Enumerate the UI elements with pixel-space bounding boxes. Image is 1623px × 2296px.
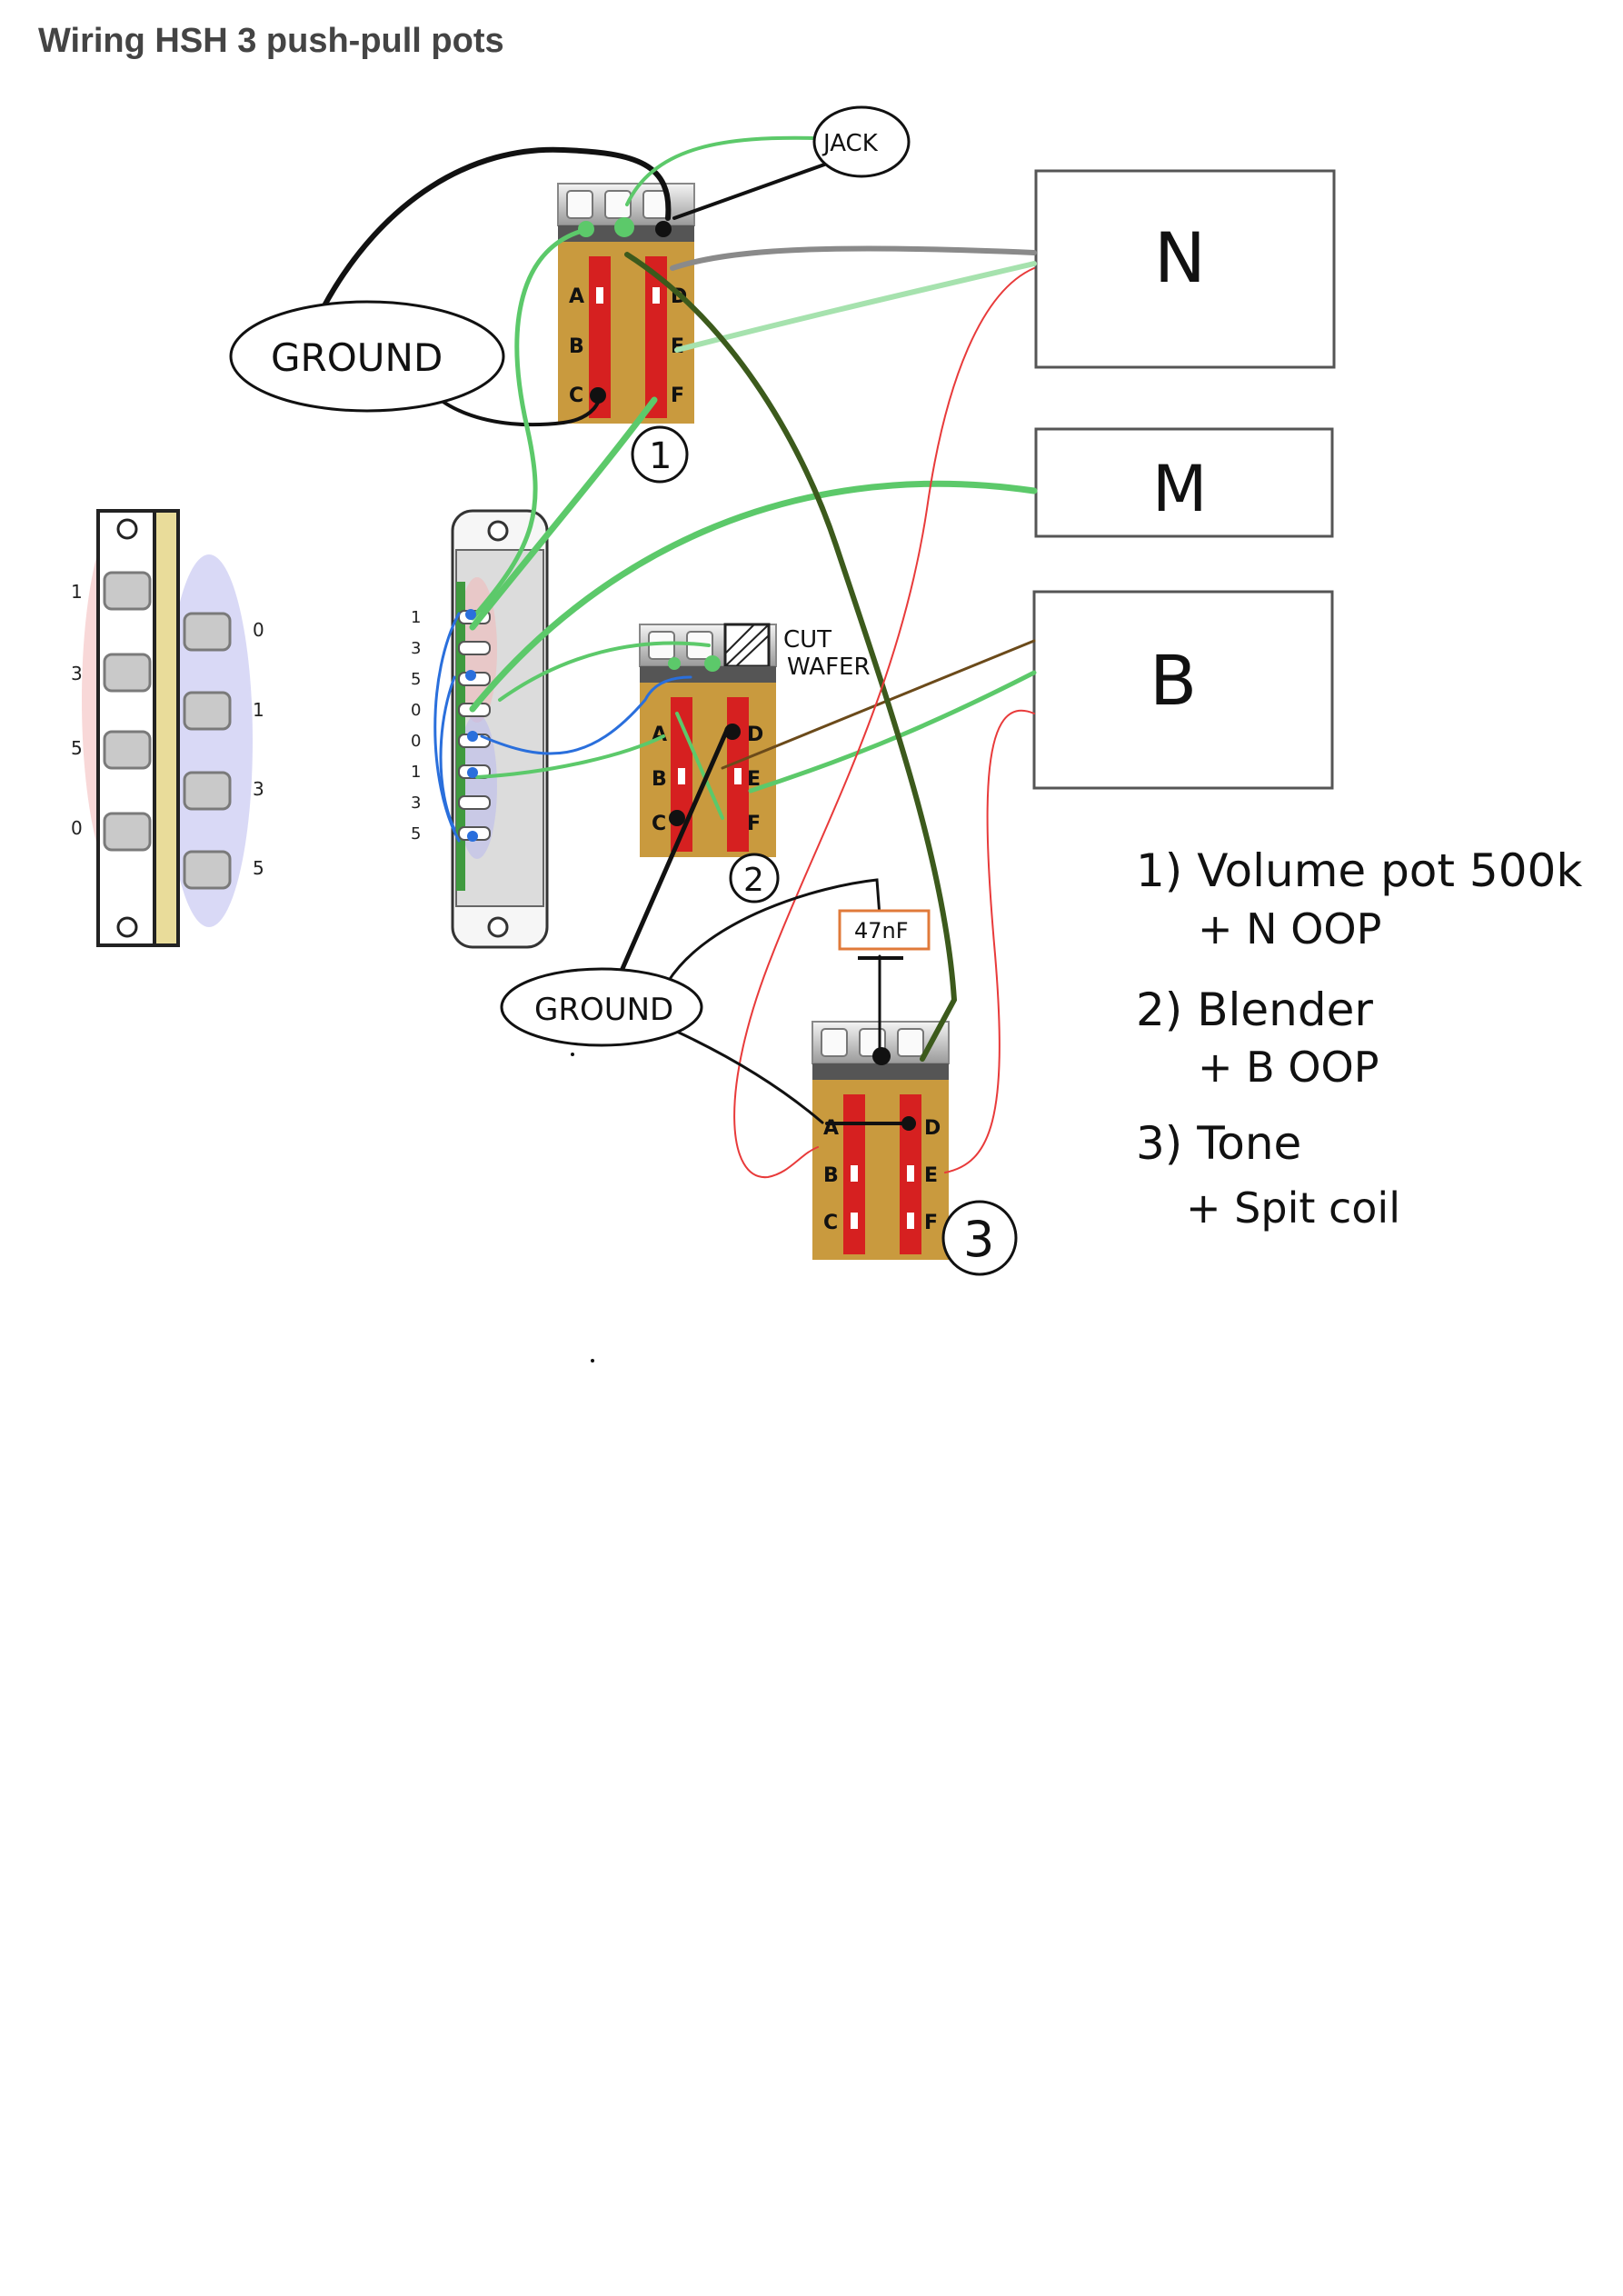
cut-wafer-line-2: WAFER xyxy=(787,654,871,681)
lug-label: C xyxy=(823,1212,838,1234)
note-blender: 2) Blender xyxy=(1136,983,1373,1036)
switch-side-number: 1 xyxy=(411,763,421,782)
switch-right-number: 1 xyxy=(253,699,264,721)
switch-side-number: 0 xyxy=(411,701,421,720)
lug-label: B xyxy=(569,335,584,358)
switch-side-number: 3 xyxy=(411,794,421,813)
five-way-switch: 1 3 5 0 0 1 3 5 xyxy=(71,509,264,947)
lug-label: F xyxy=(747,813,761,835)
note-volume: 1) Volume pot 500k xyxy=(1136,844,1582,897)
lug-label: B xyxy=(823,1164,839,1187)
ground-bottom: GROUND xyxy=(500,967,703,1047)
pickup-m-label: M xyxy=(1152,452,1207,526)
lug-label: C xyxy=(569,384,583,407)
cut-wafer-note: CUT WAFER xyxy=(783,626,871,681)
lug-label: E xyxy=(671,335,684,358)
svg-text:2: 2 xyxy=(743,862,764,899)
switch-side-number: 0 xyxy=(411,732,421,751)
ground-top: GROUND xyxy=(229,300,505,413)
switch-right-number: 0 xyxy=(253,619,264,641)
switch-side-view: 1 3 5 0 0 1 3 5 xyxy=(411,509,549,949)
switch-left-number: 3 xyxy=(71,663,83,684)
ground-top-label: GROUND xyxy=(271,335,443,380)
note-split-coil: + Spit coil xyxy=(1186,1183,1400,1233)
lug-label: C xyxy=(652,813,666,835)
pickup-neck: N xyxy=(1034,169,1336,369)
capacitor: 47nF xyxy=(838,909,931,960)
cut-wafer-line-1: CUT xyxy=(783,626,831,654)
note-tone: 3) Tone xyxy=(1136,1117,1301,1170)
capacitor-label: 47nF xyxy=(854,918,909,943)
note-neck-oop: + N OOP xyxy=(1198,904,1381,953)
ground-bottom-label: GROUND xyxy=(534,992,673,1028)
switch-right-number: 5 xyxy=(253,857,264,879)
pickup-n-label: N xyxy=(1154,217,1206,298)
switch-left-number: 1 xyxy=(71,581,83,603)
switch-side-number: 3 xyxy=(411,639,421,658)
pot-number-1: 1 xyxy=(631,425,689,484)
pot-1 xyxy=(554,173,700,427)
switch-side-number: 5 xyxy=(411,824,421,844)
pot-number-3: 3 xyxy=(941,1200,1018,1276)
pickup-bridge: B xyxy=(1032,590,1334,790)
note-bridge-oop: + B OOP xyxy=(1198,1043,1379,1092)
svg-text:3: 3 xyxy=(963,1211,994,1268)
lug-label: E xyxy=(924,1164,938,1187)
page-title: Wiring HSH 3 push-pull pots xyxy=(38,22,504,60)
svg-text:1: 1 xyxy=(649,435,672,477)
lug-label: A xyxy=(652,724,667,746)
lug-label: B xyxy=(652,768,667,791)
switch-side-number: 5 xyxy=(411,670,421,689)
lug-label: E xyxy=(747,768,761,791)
pot-number-2: 2 xyxy=(729,853,780,903)
solder-points xyxy=(465,217,916,1131)
lug-label: F xyxy=(924,1212,938,1234)
switch-left-number: 0 xyxy=(71,817,83,839)
pickup-b-label: B xyxy=(1150,640,1197,721)
pickup-middle: M xyxy=(1034,427,1334,538)
notes: 1) Volume pot 500k + N OOP 2) Blender + … xyxy=(1136,844,1582,1233)
switch-left-number: 5 xyxy=(71,737,83,759)
lug-label: D xyxy=(924,1117,941,1140)
jack-label: JACK xyxy=(821,130,879,157)
lug-label: A xyxy=(823,1117,839,1140)
wires xyxy=(321,135,1038,1179)
lug-label: F xyxy=(671,384,684,407)
switch-side-number: 1 xyxy=(411,608,421,627)
switch-right-number: 3 xyxy=(253,778,264,800)
lug-label: A xyxy=(569,285,584,308)
lug-label: D xyxy=(747,724,763,746)
jack: JACK xyxy=(812,105,911,178)
